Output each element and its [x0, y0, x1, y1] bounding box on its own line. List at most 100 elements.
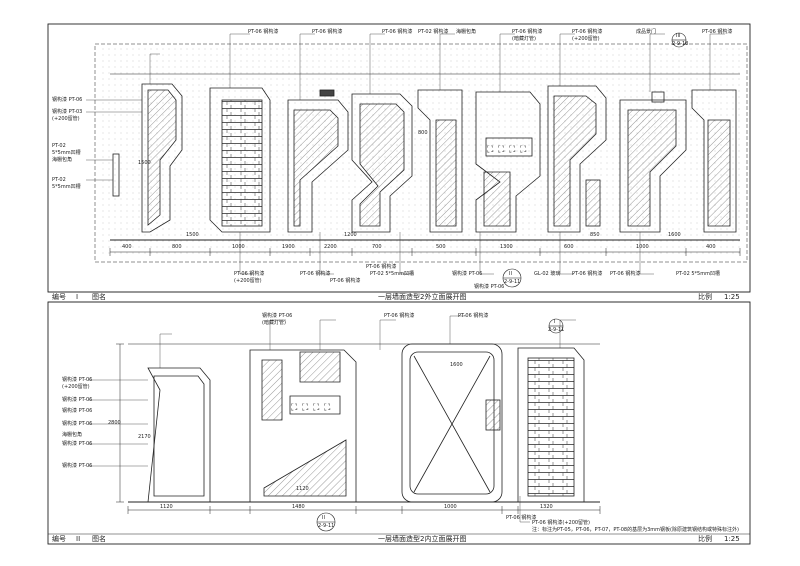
- drawing1-top-label: PT-06 钢构漆: [248, 29, 279, 35]
- drawing1-scale-label: 比例: [698, 293, 712, 301]
- drawing1-left-label: 海棚包角: [52, 157, 73, 163]
- drawing2-dim: 1000: [444, 504, 457, 510]
- drawing1-title-row: 编号 I 图名 一层墙面造型2外立面展开图 比例 1:25: [48, 292, 750, 302]
- drawing1-bottom-label: PT-06 钢构漆: [366, 264, 397, 270]
- drawing1-dim: 800: [172, 244, 182, 250]
- drawing2-section-tag-bottom: [316, 512, 336, 532]
- drawing2-left-label: (+200留管): [62, 384, 90, 390]
- drawing1-name: 一层墙面造型2外立面展开图: [378, 293, 467, 301]
- drawing1-bottom-label: 钢构漆 PT-06: [452, 271, 483, 277]
- drawing1-dim: 600: [564, 244, 574, 250]
- drawing1-dim: 1000: [232, 244, 245, 250]
- drawing1-bottom-label: PT-06 钢构漆: [610, 271, 641, 277]
- drawing2-dimension-line: [116, 343, 601, 514]
- drawing2-number-label: 编号: [52, 535, 66, 543]
- drawing2-left-label: 钢构漆 PT-06: [62, 463, 93, 469]
- drawing1-dim: 1200: [344, 232, 357, 238]
- drawing1-left-label: 钢构漆 PT-03: [52, 109, 83, 115]
- drawing2-dim: 2170: [138, 434, 151, 440]
- drawing1-left-label: 钢构漆 PT-06: [52, 97, 83, 103]
- drawing2-bottom-label: PT-06 钢构漆(+200留管): [532, 520, 591, 526]
- drawing1-left-label: PT-02: [52, 143, 66, 149]
- drawing1-bottom-label: PT-02 5*5mm凹槽: [370, 271, 414, 277]
- drawing1-dim: 800: [418, 130, 428, 136]
- drawing2-frame: [47, 301, 751, 545]
- drawing1-dim: 700: [372, 244, 382, 250]
- drawing2-section-tag-top: [548, 318, 564, 334]
- drawing1-dim: 1600: [668, 232, 681, 238]
- drawing2-left-label: 钢构漆 PT-06: [62, 397, 93, 403]
- drawing1-left-label: PT-02: [52, 177, 66, 183]
- drawing1-top-label: 海棚包角: [456, 29, 477, 35]
- drawing1-dim: 850: [590, 232, 600, 238]
- drawing2-name: 一层墙面造型2内立面展开图: [378, 535, 467, 543]
- drawing2-leaders: [88, 315, 576, 523]
- drawing1-dim: 1300: [500, 244, 513, 250]
- drawing2-dim: 1480: [292, 504, 305, 510]
- svg-text:⛶: ⛶: [323, 402, 331, 413]
- drawing1-bottom-label: GL-02 玻璃: [534, 271, 561, 277]
- drawing1-dim: 1900: [282, 244, 295, 250]
- drawing2-bottom-label: PT-06 钢构漆: [506, 515, 537, 521]
- drawing1-top-label: PT-06 钢构漆: [572, 29, 603, 35]
- drawing1-dim: 400: [706, 244, 716, 250]
- drawing2-top-label: 钢构漆 PT-06: [262, 313, 293, 319]
- drawing1-dim: 1500: [138, 160, 151, 166]
- drawing2-top-label: (暗藏灯管): [262, 320, 286, 326]
- drawing2-title-row: 编号 II 图名 一层墙面造型2内立面展开图 比例 1:25: [48, 534, 750, 544]
- svg-text:⛶: ⛶: [290, 402, 298, 413]
- svg-text:⛶: ⛶: [497, 144, 505, 155]
- drawing2-tag-bottom-top: II: [322, 515, 325, 521]
- drawing1-top-label: (暗藏灯管): [512, 36, 536, 42]
- drawing1-top-label: PT-06 钢构漆: [512, 29, 543, 35]
- drawing1-bottom-label: PT-06 钢构漆: [330, 278, 361, 284]
- drawing1-dim: 2200: [324, 244, 337, 250]
- drawing1-elevation: ⛶⛶⛶⛶: [110, 73, 740, 241]
- drawing2-dim: 1120: [296, 486, 309, 492]
- drawing1-tag-right-bottom: 2-9-18: [672, 41, 689, 47]
- drawing1-top-label: PT-06 钢构漆: [382, 29, 413, 35]
- drawing2-tag-bottom-bottom: 2-9-11: [318, 523, 335, 529]
- svg-text:⛶: ⛶: [312, 402, 320, 413]
- drawing1-dim: 400: [122, 244, 132, 250]
- drawing2-left-label: 钢构漆 PT-06: [62, 408, 93, 414]
- drawing1-number-label: 编号: [52, 293, 66, 301]
- drawing2-scale-label: 比例: [698, 535, 712, 543]
- drawing2-dim: 1600: [450, 362, 463, 368]
- drawing1-tag-bottom-bottom: 2-9-11: [504, 279, 521, 285]
- drawing2-top-label: PT-06 钢构漆: [384, 313, 415, 319]
- drawing1-number: I: [76, 293, 79, 301]
- drawing2-left-label: 海棚包角: [62, 432, 83, 438]
- drawing2-dim: 2800: [108, 420, 121, 426]
- drawing2-note: 注：标注为PT-05，PT-06，PT-07，PT-08的基层为3mm钢板(除原…: [532, 527, 739, 533]
- drawing2-top-label: PT-06 钢构漆: [458, 313, 489, 319]
- svg-text:⛶: ⛶: [508, 144, 516, 155]
- drawing2-left-label: 钢构漆 PT-06: [62, 377, 93, 383]
- drawing1-bottom-label: (+200留管): [234, 278, 262, 284]
- drawing1-dim: 1000: [636, 244, 649, 250]
- drawing1-top-label: (+200留管): [572, 36, 600, 42]
- drawing2-number: II: [76, 535, 81, 543]
- drawing1-bottom-label: PT-02 5*5mm凹槽: [676, 271, 720, 277]
- drawing1-top-label: PT-06 钢构漆: [312, 29, 343, 35]
- drawing1-section-tag-bottom: [502, 268, 522, 288]
- svg-text:⛶: ⛶: [486, 144, 494, 155]
- drawing1-tag-right-top: III: [676, 33, 681, 39]
- drawing1-bottom-label: PT-06 钢构漆: [300, 271, 331, 277]
- drawing2-scale: 1:25: [724, 535, 740, 543]
- drawing1-top-label: PT-06 钢构漆: [702, 29, 733, 35]
- drawing1-dim: 1500: [186, 232, 199, 238]
- drawing2-tag-top-bottom: 2-9-11: [548, 327, 565, 333]
- svg-text:⛶: ⛶: [519, 144, 527, 155]
- drawing2-dim: 1320: [540, 504, 553, 510]
- drawing1-top-label: 成品景门: [636, 29, 657, 35]
- drawing1-left-label: 5*5mm凹槽: [52, 150, 81, 156]
- drawing2-dim: 1120: [160, 504, 173, 510]
- drawing1-bottom-label: 钢构漆 PT-06: [474, 284, 505, 290]
- drawing1-dimension-line: [109, 248, 741, 256]
- drawing1-top-label: PT-02 钢构漆: [418, 29, 449, 35]
- drawing2-elevation: ⛶⛶⛶⛶: [128, 343, 600, 503]
- drawing1-section-tag-right: [671, 32, 687, 48]
- drawing1-left-label: (+200留管): [52, 116, 80, 122]
